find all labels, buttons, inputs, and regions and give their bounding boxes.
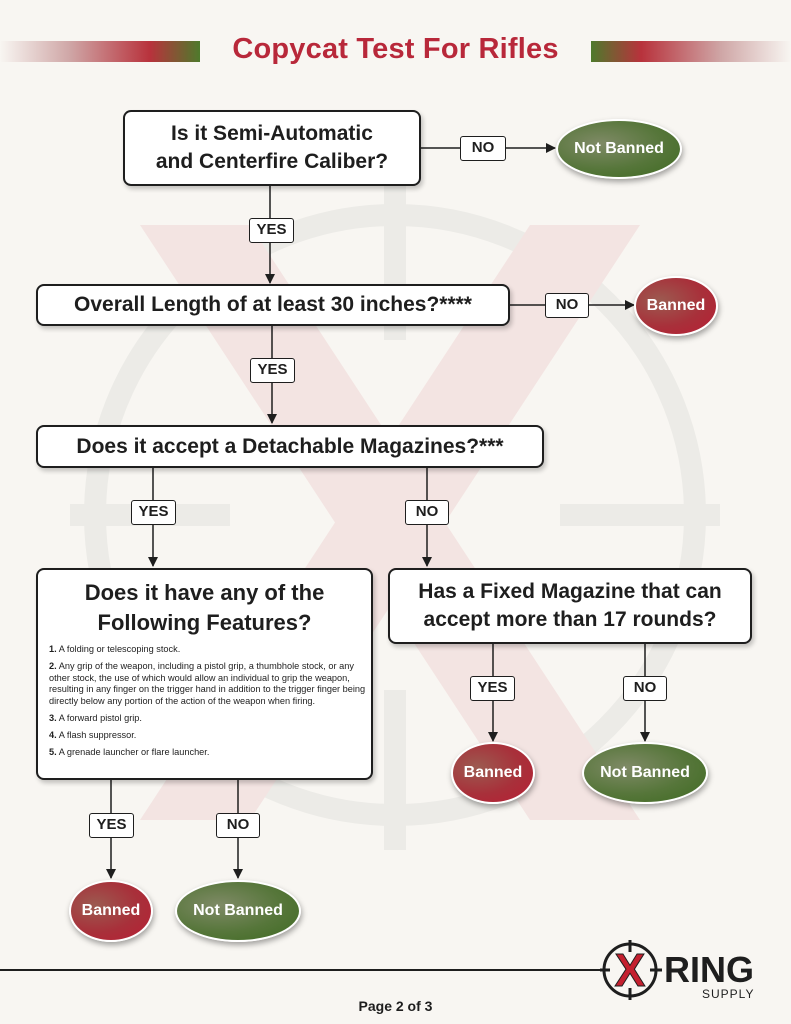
feature-item: 2. Any grip of the weapon, including a p… — [49, 661, 366, 706]
logo-supply-text: SUPPLY — [702, 987, 754, 1001]
label-yes: YES — [89, 813, 134, 838]
title-bar-right — [591, 41, 791, 62]
question-text: Is it Semi-Automatic and Centerfire Cali… — [155, 122, 389, 173]
outcome-banned: Banned — [69, 880, 153, 942]
page-title: Copycat Test For Rifles — [232, 33, 559, 65]
label-yes: YES — [250, 358, 295, 383]
feature-item: 4. A flash suppressor. — [49, 730, 137, 741]
footer-divider — [0, 969, 600, 971]
feature-item: 1. A folding or telescoping stock. — [49, 644, 181, 654]
label-no: NO — [545, 293, 589, 318]
logo-ring-text: RING — [664, 949, 754, 990]
label-yes: YES — [470, 676, 515, 701]
question-detachable-magazine: Does it accept a Detachable Magazines?**… — [36, 425, 544, 468]
label-no: NO — [216, 813, 260, 838]
outcome-banned: Banned — [451, 742, 535, 804]
question-overall-length: Overall Length of at least 30 inches?***… — [36, 284, 510, 326]
label-yes: YES — [131, 500, 176, 525]
xring-logo: X RING SUPPLY — [600, 940, 754, 1001]
page-number: Page 2 of 3 — [358, 998, 433, 1014]
feature-item: 5. A grenade launcher or flare launcher. — [49, 747, 210, 758]
question-features: Does it have any of the Following Featur… — [36, 568, 373, 780]
features-list: 1. A folding or telescoping stock. 2. An… — [49, 644, 367, 764]
outcome-not-banned: Not Banned — [175, 880, 301, 942]
label-no: NO — [623, 676, 667, 701]
question-text: Has a Fixed Magazine that can accept mor… — [418, 580, 722, 631]
feature-item: 3. A forward pistol grip. — [49, 712, 142, 723]
title-bar-left — [0, 41, 200, 62]
question-fixed-magazine: Has a Fixed Magazine that can accept mor… — [388, 568, 752, 644]
question-semi-automatic: Is it Semi-Automatic and Centerfire Cali… — [123, 110, 421, 186]
outcome-not-banned: Not Banned — [582, 742, 708, 804]
question-text: Does it have any of the Following Featur… — [84, 580, 325, 635]
label-yes: YES — [249, 218, 294, 243]
label-no: NO — [405, 500, 449, 525]
label-no: NO — [460, 136, 506, 161]
outcome-banned: Banned — [634, 276, 718, 336]
outcome-not-banned: Not Banned — [556, 119, 682, 179]
logo-x: X — [615, 944, 646, 996]
question-text: Overall Length of at least 30 inches?***… — [74, 293, 472, 316]
question-text: Does it accept a Detachable Magazines?**… — [76, 434, 504, 458]
